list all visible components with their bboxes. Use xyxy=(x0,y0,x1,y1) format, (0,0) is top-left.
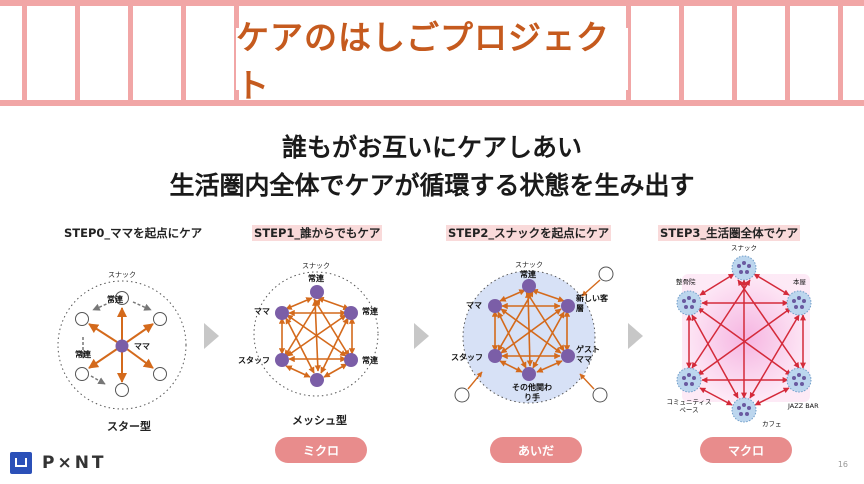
d1-node xyxy=(275,353,289,367)
d2-outer-label: スナック xyxy=(515,261,543,269)
d0-node xyxy=(75,367,89,381)
d2-external-node xyxy=(454,387,470,403)
d2-label-mama: ママ xyxy=(466,301,482,310)
ladder-rung xyxy=(785,6,790,100)
d2-label-top: 常連 xyxy=(520,269,537,279)
ladder-rung xyxy=(75,6,80,100)
d0-left-label: 常連 xyxy=(75,349,92,359)
ladder-rung xyxy=(679,6,684,100)
next-arrow-icon xyxy=(628,323,643,349)
d3-label-clinic: 整骨院 xyxy=(676,277,696,286)
d1-node xyxy=(344,306,358,320)
d1-node xyxy=(275,306,289,320)
ladder-rung xyxy=(22,6,27,100)
d1-label-right-bottom: 常連 xyxy=(362,355,379,365)
d1-node xyxy=(344,353,358,367)
d0-center-node xyxy=(115,339,129,353)
d1-label-left-bottom: スタッフ xyxy=(238,355,270,365)
hub-cafe xyxy=(731,397,757,423)
d2-external-node xyxy=(598,266,614,282)
d1-label-right-top: 常連 xyxy=(362,306,379,316)
diagram-snack-hub: スナック 常連 新しい客層 ゲストママ その他関わり手 スタッフ ママ xyxy=(451,261,614,404)
hub-community-space xyxy=(676,367,702,393)
d1-outer-label: スナック xyxy=(302,262,330,270)
diagram-mesh: スナック 常連 常連 常連 スタッフ ママ xyxy=(238,262,379,397)
d3-label-snack: スナック xyxy=(731,244,757,252)
next-arrow-icon xyxy=(414,323,429,349)
title-box: ケアのはしごプロジェクト xyxy=(236,18,628,105)
hub-jazzbar xyxy=(786,367,812,393)
d2-node xyxy=(488,299,502,313)
headline-line2: 生活圏内全体でケアが循環する状態を生み出す xyxy=(169,171,695,200)
ladder-rung xyxy=(181,6,186,100)
hub-clinic xyxy=(676,290,702,316)
d1-label-top: 常連 xyxy=(308,273,325,283)
d1-node xyxy=(310,373,324,387)
snack-boundary xyxy=(57,280,187,410)
ladder-rung xyxy=(128,6,133,100)
ladder-rung xyxy=(626,6,631,100)
diagram-star: スナック ママ 常連 常連 常連 xyxy=(57,271,187,410)
d0-caption: スター型 xyxy=(107,420,151,433)
step3-label: STEP3_生活圏全体でケア xyxy=(658,225,801,241)
brand-logo: P×NT xyxy=(10,452,107,474)
d3-label-community-space: コミュニティスペース xyxy=(666,398,712,414)
d0-node xyxy=(115,291,129,305)
d2-node xyxy=(561,299,575,313)
hub-snack xyxy=(731,255,757,281)
d2-label-guest-mama: ゲストママ xyxy=(576,345,600,364)
d2-node xyxy=(522,367,536,381)
d0-node xyxy=(153,312,167,326)
snack-boundary xyxy=(253,271,379,397)
logo-text: P×NT xyxy=(42,453,107,473)
diagram-community: スナック 本屋 JAZZ BAR カフェ コミュニティスペース 整骨院 xyxy=(666,244,819,428)
page-number: 16 xyxy=(837,460,848,469)
d0-top-label: 常連 xyxy=(107,294,124,304)
pill-aida: あいだ xyxy=(490,437,582,463)
d2-external-node xyxy=(592,387,608,403)
page-title: ケアのはしごプロジェクト xyxy=(236,18,610,105)
ladder-rung xyxy=(838,6,843,100)
d0-node xyxy=(75,312,89,326)
d3-label-bookstore: 本屋 xyxy=(793,277,807,286)
d0-node xyxy=(153,367,167,381)
pill-micro: ミクロ xyxy=(275,437,367,463)
step0-label: STEP0_ママを起点にケア xyxy=(64,226,203,240)
d0-center-label: ママ xyxy=(134,342,150,351)
d1-node xyxy=(310,285,324,299)
d2-node xyxy=(522,279,536,293)
d2-node xyxy=(488,349,502,363)
next-arrow-icon xyxy=(204,323,219,349)
d0-node xyxy=(115,383,129,397)
d1-label-left-top: ママ xyxy=(254,307,270,316)
ladder-rung xyxy=(732,6,737,100)
d2-node xyxy=(561,349,575,363)
d3-label-jazzbar: JAZZ BAR xyxy=(787,402,819,410)
d2-label-staff: スタッフ xyxy=(451,352,483,362)
d2-label-others: その他関わり手 xyxy=(512,383,552,402)
d1-caption: メッシュ型 xyxy=(292,414,347,427)
headline-line1: 誰もがお互いにケアしあい xyxy=(281,133,582,162)
d0-outer-label: スナック xyxy=(108,271,136,279)
logo-mark-icon xyxy=(10,452,32,474)
hub-bookstore xyxy=(786,290,812,316)
step1-label: STEP1_誰からでもケア xyxy=(252,225,383,241)
d2-label-new-customers: 新しい客層 xyxy=(576,294,608,313)
d3-label-cafe: カフェ xyxy=(762,420,782,428)
pill-macro: マクロ xyxy=(700,437,792,463)
step2-label: STEP2_スナックを起点にケア xyxy=(446,225,612,241)
